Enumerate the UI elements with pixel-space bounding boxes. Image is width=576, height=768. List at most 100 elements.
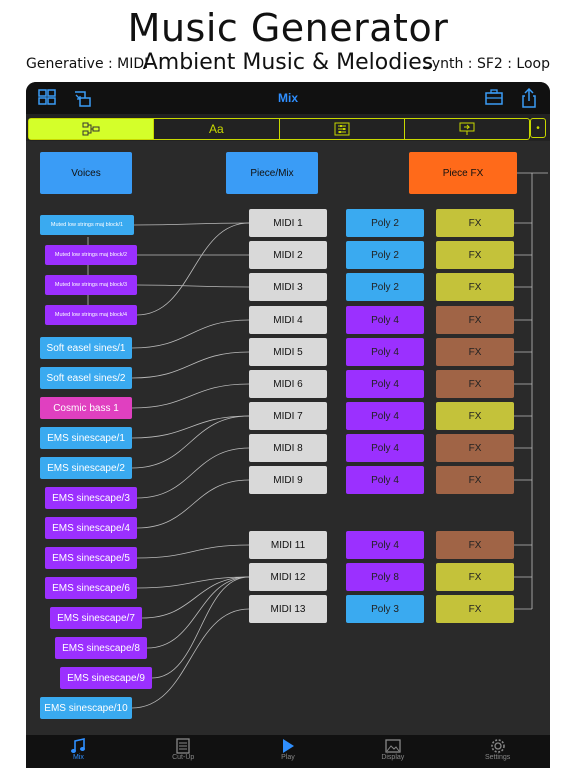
tab-display-label: Display bbox=[381, 754, 405, 761]
tab-display[interactable]: Display bbox=[340, 735, 445, 768]
voice-node[interactable]: EMS sinescape/5 bbox=[45, 547, 137, 569]
routing-wire bbox=[136, 222, 250, 316]
voice-node[interactable]: Muted low strings maj block/3 bbox=[45, 275, 137, 295]
fx-slot[interactable]: FX bbox=[436, 306, 514, 334]
bottom-tab-bar: Mix Cut-Up Play Display Settings bbox=[26, 735, 550, 768]
fx-slot[interactable]: FX bbox=[436, 241, 514, 269]
routing-wire bbox=[131, 319, 250, 349]
fx-slot[interactable]: FX bbox=[436, 402, 514, 430]
fx-slot[interactable]: FX bbox=[436, 466, 514, 494]
banner-subtitle: Ambient Music & Melodies bbox=[142, 50, 434, 75]
voice-node[interactable]: EMS sinescape/2 bbox=[40, 457, 132, 479]
routing-wire bbox=[131, 608, 250, 709]
voice-node[interactable]: EMS sinescape/10 bbox=[40, 697, 132, 719]
midi-channel[interactable]: MIDI 9 bbox=[249, 466, 327, 494]
poly-instrument[interactable]: Poly 2 bbox=[346, 209, 424, 237]
voices-header[interactable]: Voices bbox=[40, 152, 132, 194]
midi-channel[interactable]: MIDI 6 bbox=[249, 370, 327, 398]
voice-node[interactable]: Muted low strings maj block/1 bbox=[40, 215, 134, 235]
tab-play-label: Play bbox=[281, 754, 295, 761]
tab-settings-label: Settings bbox=[484, 754, 511, 761]
grid-icon[interactable] bbox=[38, 88, 58, 108]
tab-cut-up-label: Cut-Up bbox=[172, 754, 195, 761]
play-icon bbox=[280, 738, 296, 754]
fx-slot[interactable]: FX bbox=[436, 338, 514, 366]
fx-slot[interactable]: FX bbox=[436, 531, 514, 559]
voice-node[interactable]: EMS sinescape/7 bbox=[50, 607, 142, 629]
poly-instrument[interactable]: Poly 4 bbox=[346, 402, 424, 430]
fx-slot[interactable]: FX bbox=[436, 273, 514, 301]
poly-instrument[interactable]: Poly 4 bbox=[346, 338, 424, 366]
tab-play[interactable]: Play bbox=[236, 735, 341, 768]
toolbox-icon[interactable] bbox=[484, 88, 504, 108]
routing-wire bbox=[146, 576, 250, 649]
poly-instrument[interactable]: Poly 4 bbox=[346, 466, 424, 494]
voice-node[interactable]: EMS sinescape/9 bbox=[60, 667, 152, 689]
tab-flowchart[interactable] bbox=[29, 119, 155, 139]
tab-cut-up[interactable]: Cut-Up bbox=[131, 735, 236, 768]
poly-instrument[interactable]: Poly 4 bbox=[346, 370, 424, 398]
poly-instrument[interactable]: Poly 4 bbox=[346, 434, 424, 462]
banner-right: Synth : SF2 : Loop bbox=[422, 56, 550, 72]
piece-fx-header[interactable]: Piece FX bbox=[409, 152, 517, 194]
poly-instrument[interactable]: Poly 8 bbox=[346, 563, 424, 591]
app-window: Mix Aa • Voices Piece/Mix Piece FX Muted… bbox=[26, 82, 550, 768]
poly-instrument[interactable]: Poly 2 bbox=[346, 241, 424, 269]
poly-instrument[interactable]: Poly 3 bbox=[346, 595, 424, 623]
fx-slot[interactable]: FX bbox=[436, 563, 514, 591]
midi-channel[interactable]: MIDI 3 bbox=[249, 273, 327, 301]
routing-wire bbox=[136, 447, 250, 499]
fx-bus-trunk bbox=[517, 172, 548, 609]
voice-node[interactable]: Soft easel sines/2 bbox=[40, 367, 132, 389]
voice-node[interactable]: Cosmic bass 1 bbox=[40, 397, 132, 419]
presentation-icon bbox=[459, 122, 475, 135]
screen-title: Mix bbox=[277, 91, 298, 105]
midi-channel[interactable]: MIDI 7 bbox=[249, 402, 327, 430]
voice-node[interactable]: Muted low strings maj block/2 bbox=[45, 245, 137, 265]
voice-node[interactable]: Muted low strings maj block/4 bbox=[45, 305, 137, 325]
tab-mix-label: Mix bbox=[72, 754, 84, 761]
midi-channel[interactable]: MIDI 2 bbox=[249, 241, 327, 269]
image-icon bbox=[385, 738, 401, 754]
routing-wire bbox=[136, 576, 250, 589]
voice-node[interactable]: EMS sinescape/8 bbox=[55, 637, 147, 659]
view-tabs: Aa bbox=[28, 118, 530, 140]
voice-node[interactable]: EMS sinescape/1 bbox=[40, 427, 132, 449]
tab-text[interactable]: Aa bbox=[154, 119, 280, 139]
voice-node[interactable]: EMS sinescape/3 bbox=[45, 487, 137, 509]
tab-mix[interactable]: Mix bbox=[26, 735, 131, 768]
poly-instrument[interactable]: Poly 4 bbox=[346, 306, 424, 334]
midi-channel[interactable]: MIDI 11 bbox=[249, 531, 327, 559]
tab-text-label: Aa bbox=[209, 122, 224, 136]
fx-slot[interactable]: FX bbox=[436, 209, 514, 237]
fx-slot[interactable]: FX bbox=[436, 370, 514, 398]
tab-presentation[interactable] bbox=[405, 119, 529, 139]
voice-node[interactable]: EMS sinescape/4 bbox=[45, 517, 137, 539]
banner-left: Generative : MIDI bbox=[26, 56, 149, 72]
fx-slot[interactable]: FX bbox=[436, 595, 514, 623]
voice-node[interactable]: EMS sinescape/6 bbox=[45, 577, 137, 599]
voice-node[interactable]: Soft easel sines/1 bbox=[40, 337, 132, 359]
midi-channel[interactable]: MIDI 5 bbox=[249, 338, 327, 366]
sliders-icon bbox=[334, 122, 350, 136]
tabs-more-button[interactable]: • bbox=[530, 118, 546, 138]
midi-channel[interactable]: MIDI 13 bbox=[249, 595, 327, 623]
routing-wire bbox=[131, 351, 250, 379]
routing-wire bbox=[136, 284, 250, 288]
piece-mix-header[interactable]: Piece/Mix bbox=[226, 152, 318, 194]
gear-icon bbox=[490, 738, 506, 754]
midi-channel[interactable]: MIDI 12 bbox=[249, 563, 327, 591]
poly-instrument[interactable]: Poly 2 bbox=[346, 273, 424, 301]
tab-settings[interactable]: Settings bbox=[445, 735, 550, 768]
routing-wire bbox=[133, 222, 250, 226]
routing-wire bbox=[131, 415, 250, 439]
fx-slot[interactable]: FX bbox=[436, 434, 514, 462]
midi-channel[interactable]: MIDI 1 bbox=[249, 209, 327, 237]
midi-channel[interactable]: MIDI 4 bbox=[249, 306, 327, 334]
share-icon[interactable] bbox=[520, 87, 540, 108]
poly-instrument[interactable]: Poly 4 bbox=[346, 531, 424, 559]
import-icon[interactable] bbox=[72, 88, 92, 108]
midi-channel[interactable]: MIDI 8 bbox=[249, 434, 327, 462]
routing-wire bbox=[136, 479, 250, 529]
tab-sliders[interactable] bbox=[280, 119, 405, 139]
